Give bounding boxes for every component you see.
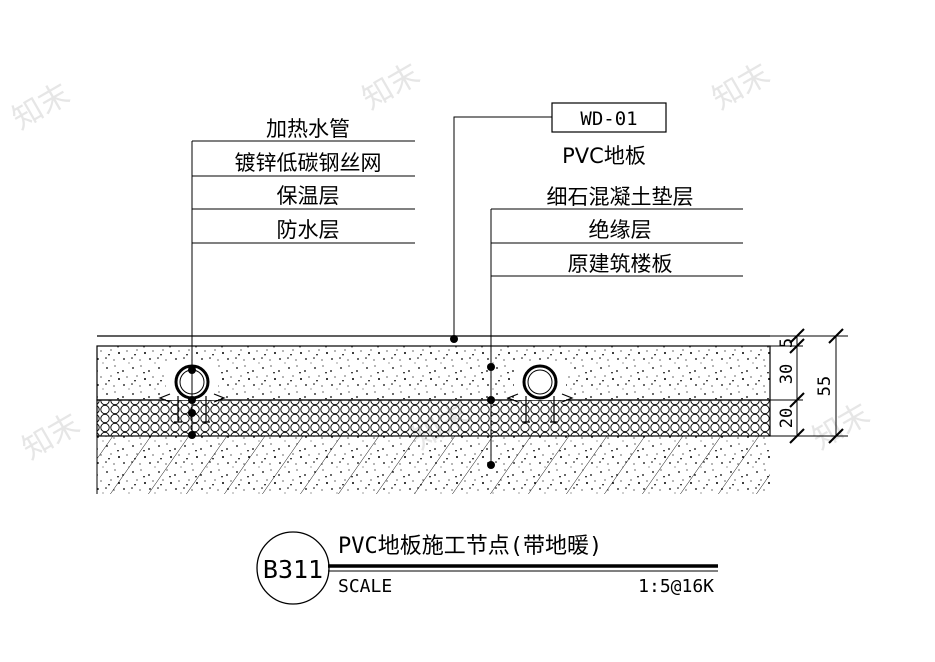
label-original-slab: 原建筑楼板 <box>568 252 673 276</box>
label-isolation: 绝缘层 <box>589 218 652 242</box>
scale-value: 1:5@16K <box>638 576 714 597</box>
leader-dot <box>188 366 196 374</box>
material-tag-box <box>551 102 667 133</box>
label-heating-pipe: 加热水管 <box>266 117 350 141</box>
dim-55: 55 <box>815 376 835 396</box>
right-callout: WD-01 PVC地板 细石混凝土垫层 绝缘层 原建筑楼板 <box>450 102 743 469</box>
leader-dot <box>487 396 495 404</box>
detail-code: B311 <box>263 555 323 584</box>
dim-5: 5 <box>777 338 797 348</box>
dim-20: 20 <box>777 408 797 428</box>
title-block: B311 PVC地板施工节点(带地暖) SCALE 1:5@16K <box>256 531 718 605</box>
watermark: 知末 <box>7 77 76 137</box>
label-pvc-floor: PVC地板 <box>562 144 646 168</box>
watermark: 知末 <box>707 57 776 117</box>
dim-30: 30 <box>777 364 797 384</box>
insulation-layer <box>96 399 771 437</box>
leader-dot <box>188 409 196 417</box>
detail-code-circle <box>256 531 330 605</box>
dimension-chain <box>770 328 848 444</box>
watermark: 知末 <box>807 397 876 457</box>
detail-title: PVC地板施工节点(带地暖) <box>338 534 602 559</box>
original-slab-layer <box>96 436 770 494</box>
material-tag: WD-01 <box>580 108 637 130</box>
leader-dot <box>487 363 495 371</box>
leader-dot <box>188 396 196 404</box>
watermark: 知末 <box>17 407 86 467</box>
label-insulation: 保温层 <box>277 184 340 208</box>
leader-dot <box>487 461 495 469</box>
left-callout: 加热水管 镀锌低碳钢丝网 保温层 防水层 <box>188 117 415 439</box>
leader-dot <box>450 335 458 343</box>
scale-label: SCALE <box>338 576 392 597</box>
watermark: 知末 <box>357 57 426 117</box>
pvc-leader-line <box>453 116 552 339</box>
heating-pipe-right <box>506 362 574 423</box>
label-waterproofing: 防水层 <box>277 218 340 242</box>
leader-dot <box>188 431 196 439</box>
label-fine-concrete: 细石混凝土垫层 <box>547 185 694 209</box>
floor-section <box>96 335 771 494</box>
label-steel-mesh: 镀锌低碳钢丝网 <box>235 151 382 175</box>
